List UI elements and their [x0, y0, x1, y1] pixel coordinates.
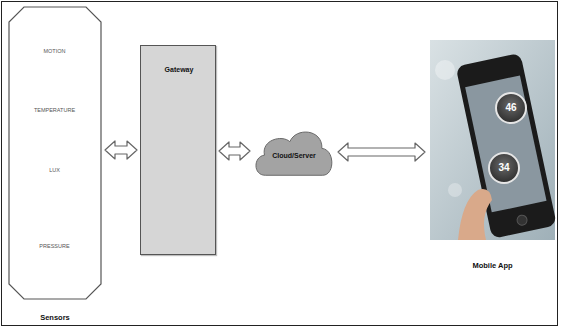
node-heading: Cloud/Server — [272, 152, 316, 160]
gauge-number: 46 — [505, 103, 516, 113]
gauge-number: 34 — [498, 163, 509, 173]
node-heading: Gateway — [165, 66, 194, 74]
double-arrow — [105, 141, 137, 159]
sensor-label: TEMPERATURE — [34, 108, 75, 114]
sensor-label: MOTION — [44, 49, 66, 55]
double-arrow — [219, 142, 250, 160]
sensor-label: LUX — [49, 168, 60, 174]
node-heading: Sensors — [40, 314, 70, 322]
mobile-app-picture: Mobile App — [428, 38, 557, 272]
gateway-box: Gateway — [140, 45, 216, 255]
double-arrow — [338, 143, 425, 161]
phone-picture — [430, 40, 557, 240]
sensor-label: PRESSURE — [39, 244, 69, 250]
cloud-shape: Cloud/Server — [253, 126, 335, 182]
node-heading: Mobile App — [472, 262, 512, 270]
